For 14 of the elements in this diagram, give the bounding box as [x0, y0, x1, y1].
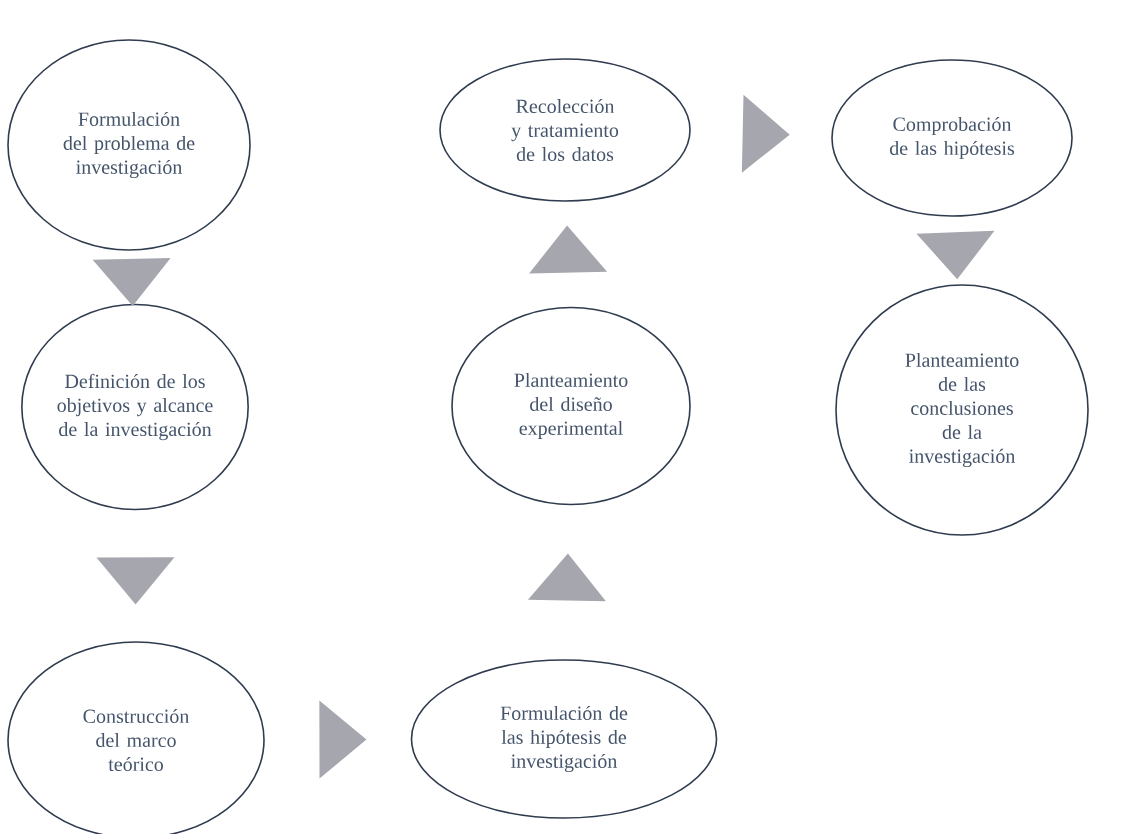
ellipse-node: Planteamiento de las conclusiones de la investigación — [835, 284, 1089, 536]
arrow — [741, 94, 790, 173]
arrow — [529, 225, 608, 274]
arrow — [92, 258, 171, 306]
arrow — [527, 553, 606, 602]
ellipse-node: Formulación del problema de investigación — [7, 39, 251, 251]
arrow — [319, 700, 367, 779]
arrow — [916, 230, 995, 280]
ellipse-node: Formulación de las hipótesis de investigación — [410, 659, 718, 819]
ellipse-node: Definición de los objetivos y alcance de la investigación — [21, 303, 249, 511]
ellipse-node: Comprobación de las hipótesis — [831, 59, 1073, 217]
ellipse-node: Planteamiento del diseño experimental — [451, 306, 691, 506]
arrow — [96, 557, 175, 605]
ellipse-node: Recolección y tratamiento de los datos — [439, 58, 691, 202]
